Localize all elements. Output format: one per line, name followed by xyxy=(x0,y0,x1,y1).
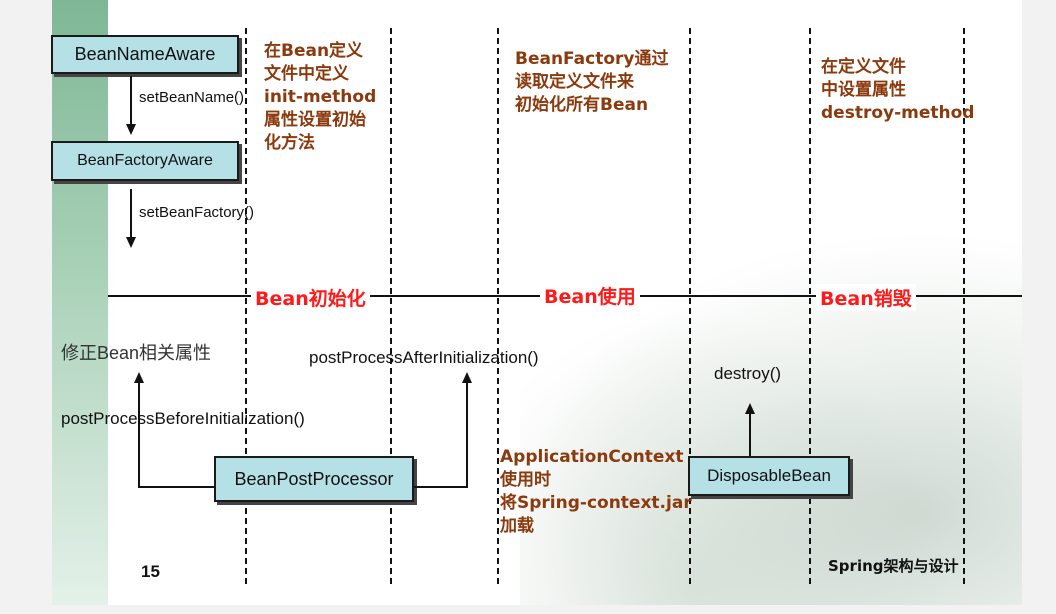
destroy-label: destroy() xyxy=(714,364,782,383)
arrow-head-up xyxy=(462,372,472,383)
bean-factory-note: BeanFactory通过 读取定义文件来 初始化所有Bean xyxy=(515,49,669,115)
page-number: 15 xyxy=(141,562,160,581)
disposable-bean-label: DisposableBean xyxy=(707,466,831,485)
set-bean-name-label: setBeanName() xyxy=(139,89,245,106)
connector-line xyxy=(414,486,468,488)
arrow-shaft xyxy=(130,189,132,237)
arrow-head-down xyxy=(126,237,136,248)
connector-line xyxy=(466,383,468,488)
section-bean-use: Bean使用 xyxy=(540,282,640,309)
section-bean-destroy: Bean销毁 xyxy=(816,284,916,311)
bean-factory-aware-box: BeanFactoryAware xyxy=(51,141,239,181)
dashed-divider xyxy=(497,28,499,584)
dashed-divider xyxy=(809,28,811,584)
course-title: Spring架构与设计 xyxy=(828,557,959,575)
dashed-divider xyxy=(390,28,392,584)
disposable-bean-box: DisposableBean xyxy=(688,456,850,496)
dashed-divider xyxy=(245,28,247,584)
arrow-shaft xyxy=(130,76,132,124)
bean-post-processor-label: BeanPostProcessor xyxy=(234,468,394,489)
decorative-green-strip xyxy=(52,0,108,605)
section-bean-init: Bean初始化 xyxy=(251,284,370,311)
bean-name-aware-label: BeanNameAware xyxy=(74,44,216,64)
post-process-before-label: postProcessBeforeInitialization() xyxy=(61,409,305,428)
bean-post-processor-box: BeanPostProcessor xyxy=(214,456,414,502)
arrow-head-up xyxy=(134,372,144,383)
connector-line xyxy=(138,486,214,488)
arrow-shaft xyxy=(749,414,751,456)
bean-factory-aware-label: BeanFactoryAware xyxy=(77,152,213,169)
connector-line xyxy=(138,383,140,488)
post-process-after-label: postProcessAfterInitialization() xyxy=(309,348,539,367)
application-context-note: ApplicationContext 使用时 将Spring-context.j… xyxy=(500,447,692,536)
arrow-head-up xyxy=(745,403,755,414)
dashed-divider xyxy=(963,28,965,584)
dashed-divider xyxy=(689,28,691,584)
destroy-method-note: 在定义文件 中设置属性 destroy-method xyxy=(821,57,975,123)
modify-bean-props-label: 修正Bean相关属性 xyxy=(61,343,212,363)
bean-name-aware-box: BeanNameAware xyxy=(51,35,239,74)
arrow-head-down xyxy=(126,124,136,135)
init-method-note: 在Bean定义 文件中定义 init-method 属性设置初始 化方法 xyxy=(264,41,377,153)
set-bean-factory-label: setBeanFactory() xyxy=(139,204,255,221)
